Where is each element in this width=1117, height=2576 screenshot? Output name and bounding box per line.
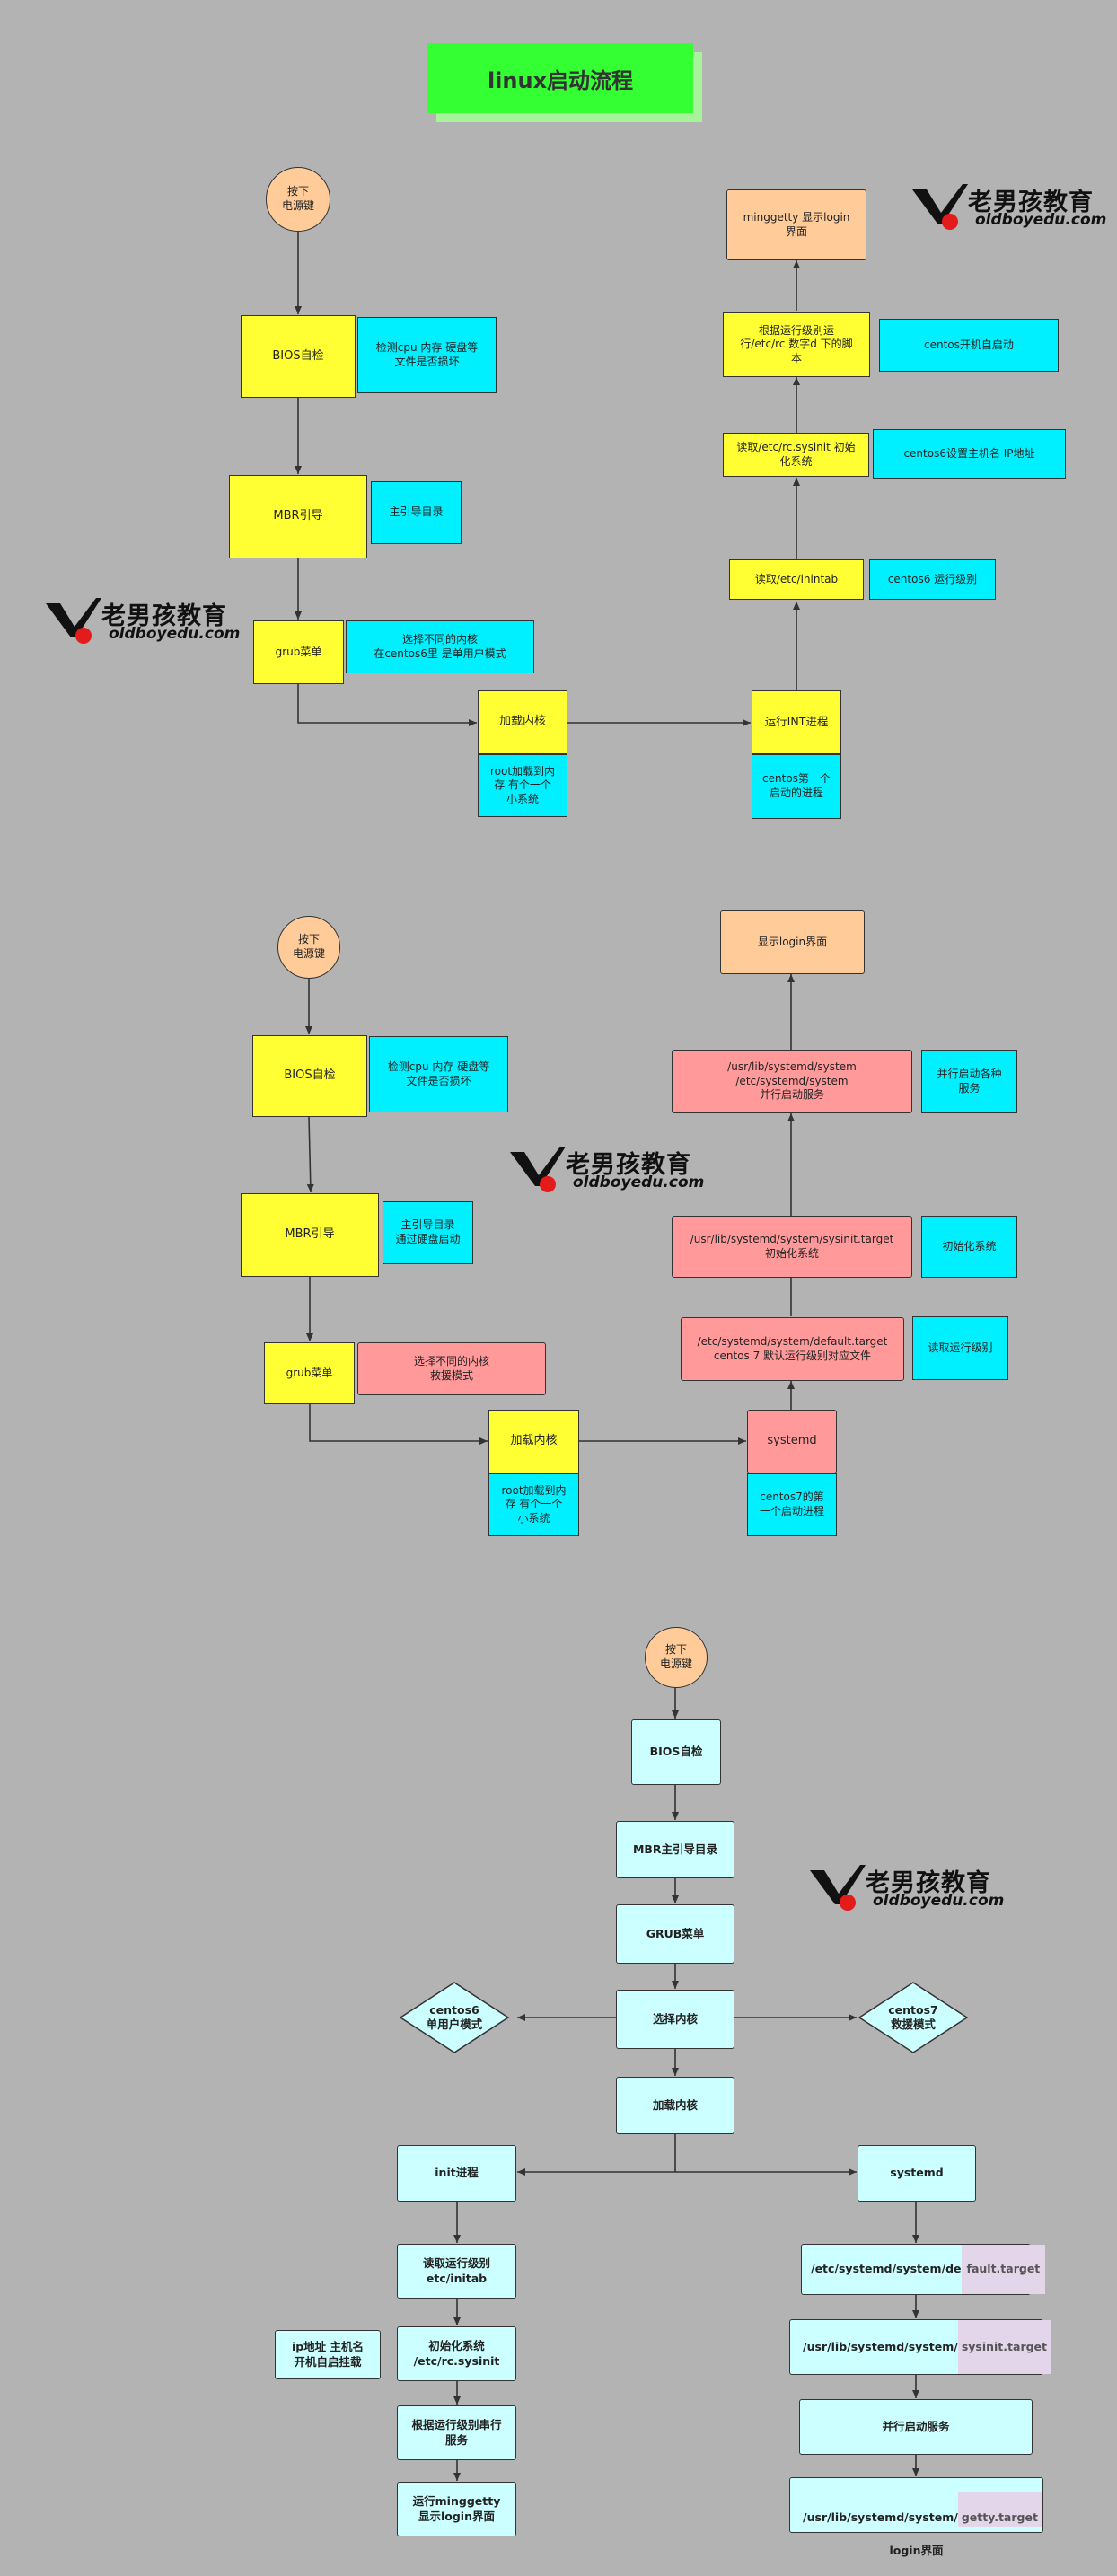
d1-login-node: minggetty 显示login 界面 [726, 189, 866, 260]
d1-power-node: 按下 电源键 [266, 167, 330, 232]
logo-en: oldboyedu.com [975, 211, 1107, 229]
d3-centos7-decision: centos7 救援模式 [858, 1981, 969, 2054]
d1-rcd-node: 根据运行级别运 行/etc/rc 数字d 下的脚 本 [723, 312, 870, 377]
d3-systemd-node: systemd [858, 2145, 976, 2202]
d1-init-node: 运行INT进程 [752, 690, 841, 754]
d3-init-node: init进程 [397, 2145, 516, 2202]
logo-en: oldboyedu.com [109, 625, 241, 643]
d2-sysinit-node: /usr/lib/systemd/system/sysinit.target 初… [672, 1216, 912, 1278]
d2-sysinit-note: 初始化系统 [921, 1216, 1017, 1278]
d2-bios-node: BIOS自检 [252, 1035, 367, 1117]
d3-default-path: /etc/systemd/system/de [811, 2262, 962, 2276]
d3-sysinit7-node: /usr/lib/systemd/system/sysinit.target [789, 2319, 1051, 2375]
d1-kernel-node: 加载内核 [478, 690, 567, 754]
logo-left: 老男孩教育 oldboyedu.com [44, 596, 242, 646]
d3-sysinit-note: ip地址 主机名 开机自启挂载 [275, 2330, 381, 2379]
d3-kernel-node: 加载内核 [616, 2077, 734, 2134]
d3-getty-node: /usr/lib/systemd/system/getty.target log… [789, 2477, 1043, 2557]
d3-mingetty-node: 运行minggetty 显示login界面 [397, 2482, 516, 2536]
decision-diamond-icon [858, 1982, 969, 2053]
d3-power-node: 按下 电源键 [645, 1627, 708, 1688]
logo-cn: 老男孩教育 [101, 602, 227, 630]
d3-serial-node: 根据运行级别串行 服务 [397, 2405, 516, 2460]
edge [297, 684, 477, 726]
d2-power-node: 按下 电源键 [277, 916, 340, 979]
d2-grub-note: 选择不同的内核 救援模式 [357, 1342, 546, 1395]
d1-kernel-note: root加载到内 存 有个一个 小系统 [478, 754, 567, 817]
d3-sysinit-node: 初始化系统 /etc/rc.sysinit [397, 2326, 516, 2381]
d3-grub-node: GRUB菜单 [616, 1904, 734, 1964]
d3-inittab-node: 读取运行级别 etc/initab [397, 2244, 516, 2299]
logo-middle: 老男孩教育 oldboyedu.com [508, 1145, 706, 1195]
d3-sysinit7-target: sysinit.target [957, 2320, 1051, 2374]
d2-parallel-node: /usr/lib/systemd/system /etc/systemd/sys… [672, 1050, 912, 1113]
d3-getty-login: login界面 [889, 2543, 944, 2557]
d2-kernel-note: root加载到内 存 有个一个 小系统 [488, 1473, 579, 1536]
d3-select-node: 选择内核 [616, 1990, 734, 2049]
logo-mark-icon [46, 598, 101, 644]
decision-diamond-icon [399, 1982, 510, 2053]
d3-getty-target: getty.target [957, 2492, 1042, 2528]
d1-init-note: centos第一个 启动的进程 [752, 754, 841, 819]
d2-parallel-note: 并行启动各种 服务 [921, 1050, 1017, 1113]
d1-bios-node: BIOS自检 [241, 315, 356, 398]
d3-mbr-node: MBR主引导目录 [616, 1821, 734, 1878]
logo-mark-icon [510, 1147, 566, 1192]
d3-centos6-decision: centos6 单用户模式 [399, 1981, 510, 2054]
d3-parallel-node: 并行启动服务 [799, 2399, 1033, 2455]
d1-bios-note: 检测cpu 内存 硬盘等 文件是否损坏 [357, 317, 497, 393]
d2-grub-node: grub菜单 [264, 1342, 355, 1404]
d1-grub-note: 选择不同的内核 在centos6里 是单用户模式 [346, 620, 534, 673]
d3-getty-path: /usr/lib/systemd/system/ [803, 2510, 958, 2524]
logo-bottom: 老男孩教育 oldboyedu.com [808, 1863, 1006, 1913]
d2-systemd-node: systemd [747, 1410, 837, 1473]
edge [306, 1116, 314, 1193]
d1-inittab-node: 读取/etc/inintab [729, 559, 864, 600]
d2-default-node: /etc/systemd/system/default.target cento… [681, 1317, 904, 1381]
page-title: linux启动流程 [427, 43, 693, 113]
d2-mbr-note: 主引导目录 通过硬盘启动 [383, 1201, 473, 1264]
d1-grub-node: grub菜单 [253, 620, 344, 684]
d3-centos6-label: centos6 单用户模式 [426, 2002, 483, 2031]
logo-cn: 老男孩教育 [566, 1151, 691, 1179]
d2-systemd-note: centos7的第 一个启动进程 [747, 1473, 837, 1536]
d3-default-target: fault.target [961, 2245, 1046, 2294]
logo-mark-icon [810, 1865, 866, 1911]
logo-en: oldboyedu.com [573, 1174, 705, 1191]
logo-cn: 老男孩教育 [866, 1869, 991, 1897]
d3-bios-node: BIOS自检 [631, 1719, 721, 1785]
d3-sysinit7-path: /usr/lib/systemd/system/ [803, 2339, 958, 2353]
edge [309, 1404, 488, 1445]
logo-top-right: 老男孩教育 oldboyedu.com [910, 182, 1108, 233]
d1-rcd-note: centos开机自启动 [879, 319, 1059, 372]
edge [517, 2134, 676, 2176]
d1-mbr-note: 主引导目录 [371, 481, 462, 544]
d2-mbr-node: MBR引导 [241, 1193, 379, 1277]
logo-en: oldboyedu.com [873, 1892, 1005, 1910]
d2-kernel-node: 加载内核 [488, 1410, 579, 1473]
logo-mark-icon [912, 184, 968, 230]
logo-cn: 老男孩教育 [968, 189, 1094, 216]
d1-inittab-note: centos6 运行级别 [869, 559, 996, 600]
d3-centos7-label: centos7 救援模式 [888, 2002, 938, 2031]
d2-bios-note: 检测cpu 内存 硬盘等 文件是否损坏 [369, 1036, 508, 1112]
d2-default-note: 读取运行级别 [912, 1316, 1008, 1380]
d1-sysinit-note: centos6设置主机名 IP地址 [873, 429, 1066, 479]
d1-sysinit-node: 读取/etc/rc.sysinit 初始 化系统 [723, 433, 869, 477]
d1-mbr-node: MBR引导 [229, 475, 367, 558]
d2-login-node: 显示login界面 [720, 910, 865, 974]
